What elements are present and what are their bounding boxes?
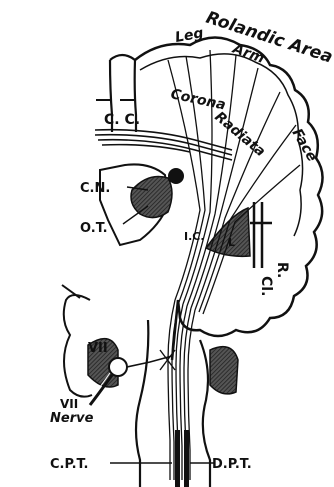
medial-top-connector bbox=[110, 55, 135, 60]
pons-band-right bbox=[210, 347, 238, 394]
descending-tract-bundle bbox=[168, 300, 195, 480]
brainstem-outline-left bbox=[136, 320, 148, 487]
leader-lines bbox=[110, 187, 215, 463]
capsule-lines bbox=[250, 202, 272, 268]
label-cc: C. C. bbox=[104, 112, 140, 128]
label-ot: O.T. bbox=[80, 221, 108, 236]
label-vii: VII bbox=[88, 341, 108, 356]
label-corona: Corona bbox=[169, 86, 227, 113]
label-r: R. bbox=[274, 262, 290, 278]
label-leg: Leg bbox=[174, 25, 205, 46]
pyramidal-tract-bar bbox=[184, 430, 189, 487]
pyramidal-tract-bar bbox=[175, 430, 180, 487]
label-vii-nerve-line2: Nerve bbox=[50, 411, 94, 426]
optic-thalamus-shaded bbox=[131, 177, 172, 218]
label-vii-nerve-line1: VII bbox=[60, 397, 78, 411]
label-dpt: D.P.T. bbox=[212, 457, 252, 472]
label-ic: I.C. bbox=[184, 230, 205, 243]
label-cl: Cl. bbox=[258, 276, 274, 296]
lenticular-nucleus-shaded bbox=[206, 208, 250, 256]
brainstem-outline-right bbox=[200, 340, 210, 487]
label-cpt: C.P.T. bbox=[50, 457, 88, 472]
label-l: L bbox=[228, 236, 235, 249]
label-cn: C.N. bbox=[80, 181, 110, 196]
facial-nucleus bbox=[109, 358, 127, 376]
caudate-nucleus bbox=[168, 168, 184, 184]
